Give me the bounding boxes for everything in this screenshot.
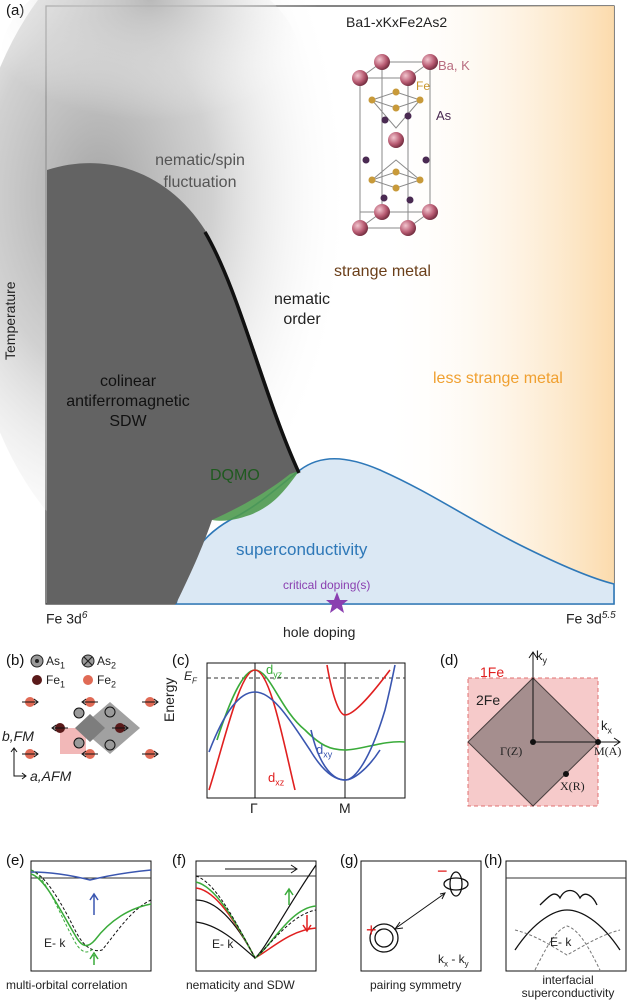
ky-label: ky: [536, 648, 547, 666]
panel-g-caption: pairing symmetry: [370, 978, 462, 992]
panel-d-brillouin: [467, 651, 621, 807]
nematic-fluctuation-label: nematic/spin fluctuation: [155, 152, 245, 191]
nematic-order-label: nematic order: [273, 291, 331, 328]
plus-sign: +: [366, 920, 377, 940]
panel-e-letter: (e): [6, 852, 25, 869]
critical-doping-star: [326, 592, 348, 613]
two-fe-label: 2Fe: [476, 692, 501, 708]
phase-diagram: [0, 0, 615, 613]
panel-g-sketch: [360, 860, 482, 972]
right-end-label: Fe 3d5.5: [566, 610, 616, 627]
dxz-label: dxz: [268, 770, 285, 788]
panel-c-letter: (c): [172, 652, 190, 669]
kx-ky-label: kx - ky: [438, 952, 469, 969]
top-shade: [0, 0, 300, 160]
left-end-label: Fe 3d6: [46, 610, 88, 627]
legend-fe2: Fe2: [97, 673, 117, 690]
crystal-atoms: [352, 54, 438, 236]
panel-b-lattice: [10, 654, 159, 780]
panel-g-letter: (g): [340, 852, 359, 869]
legend-fe1: Fe1: [46, 673, 66, 690]
minus-sign: −: [437, 861, 448, 881]
panel-e-sketch: [30, 860, 152, 972]
as-atom-label: As: [436, 108, 452, 123]
afm-label: colinear antiferromagnetic SDW: [66, 373, 190, 430]
b-axis-label: b,FM: [2, 728, 34, 744]
kx-label: kx: [601, 718, 612, 736]
panel-c-bands: [206, 662, 406, 799]
panel-f-ek-label: E- k: [212, 937, 234, 951]
dyz-label: dyz: [266, 662, 283, 680]
panel-h-caption: interfacial superconductivity: [521, 973, 615, 1000]
x-r-label: X(R): [560, 779, 585, 793]
m-a-label: M(A): [594, 744, 622, 758]
panel-e-caption: multi-orbital correlation: [6, 978, 128, 992]
energy-axis-label: Energy: [161, 677, 177, 722]
strange-metal-label: strange metal: [334, 263, 431, 280]
panel-e-ek-label: E- k: [44, 936, 66, 950]
one-fe-label: 1Fe: [480, 664, 505, 680]
afm-region: [47, 163, 299, 604]
fermi-level-label: EF: [184, 669, 197, 686]
gamma-point-label: Γ: [250, 800, 258, 816]
temperature-axis-label: Temperature: [2, 281, 18, 360]
nematic-order-line: [203, 231, 301, 474]
legend-as1: As1: [46, 654, 66, 671]
panel-h-ek-label: E- k: [550, 935, 572, 949]
panel-f-sketch: [195, 860, 317, 972]
fe-atom-label: Fe: [416, 79, 431, 93]
panel-h-sketch: [505, 860, 627, 972]
panel-f-caption: nematicity and SDW: [186, 978, 295, 992]
a-axis-label: a,AFM: [30, 768, 72, 784]
panel-h-letter: (h): [484, 852, 503, 869]
less-strange-metal-label: less strange metal: [433, 370, 563, 387]
dqmo-label: DQMO: [210, 467, 260, 484]
superconductivity-label: superconductivity: [236, 540, 368, 559]
compound-formula: Ba1-xKxFe2As2: [346, 14, 448, 30]
superconducting-dome: [174, 457, 615, 605]
hole-doping-axis-label: hole doping: [283, 624, 356, 640]
ba-k-label: Ba, K: [438, 58, 470, 73]
critical-doping-label: critical doping(s): [283, 578, 371, 592]
legend-as2: As2: [97, 654, 117, 671]
gamma-z-label: Γ(Z): [500, 744, 523, 758]
dxy-label: dxy: [316, 742, 333, 760]
panel-d-letter: (d): [440, 652, 459, 669]
panel-b-letter: (b): [6, 652, 25, 669]
m-point-label: M: [339, 800, 351, 816]
panel-f-letter: (f): [172, 852, 187, 869]
